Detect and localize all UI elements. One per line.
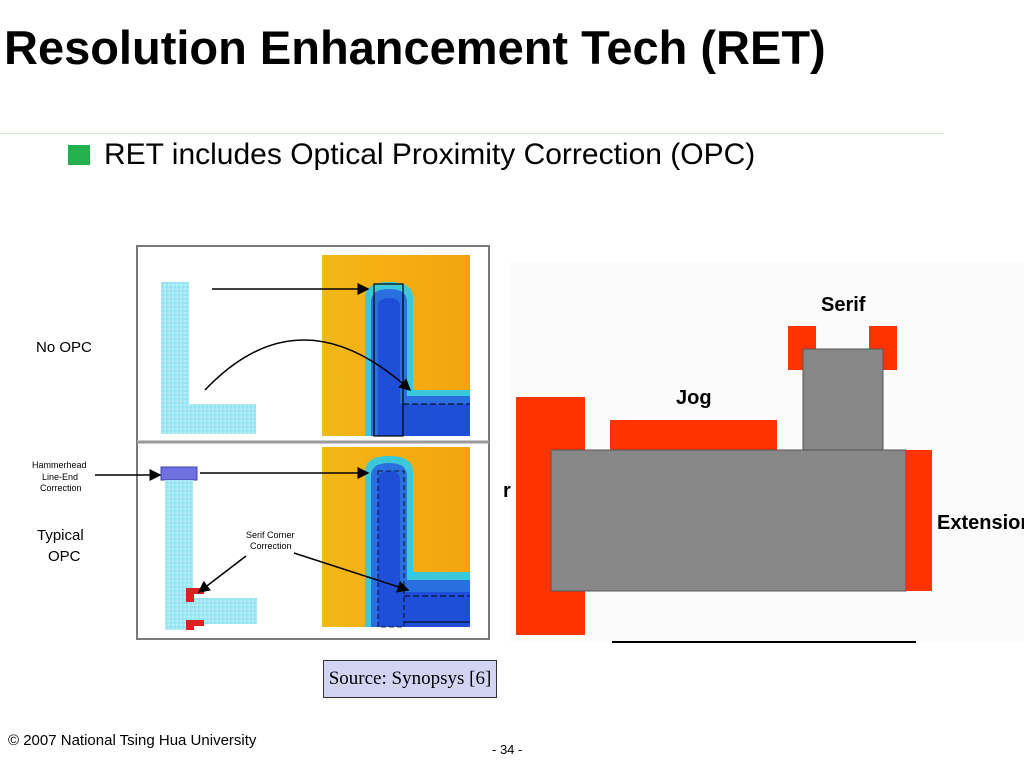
page-number: - 34 - bbox=[492, 742, 523, 757]
no-opc-layout bbox=[161, 282, 256, 434]
typical-opc-layout bbox=[160, 466, 257, 630]
serif-corner-arrow-left bbox=[197, 555, 247, 593]
opc-comparison-panel bbox=[95, 245, 490, 640]
footer-copyright: © 2007 National Tsing Hua University bbox=[8, 732, 257, 749]
source-citation: Source: Synopsys [6] bbox=[323, 660, 497, 698]
opc-shape-diagram bbox=[510, 262, 1024, 643]
no-opc-simulation bbox=[322, 255, 470, 437]
label-jog: Jog bbox=[676, 387, 712, 409]
gray-top-feature bbox=[802, 348, 884, 452]
label-typical-opc: Typical OPC bbox=[37, 527, 88, 565]
typical-opc-simulation bbox=[322, 447, 470, 628]
label-serif: Serif bbox=[821, 294, 866, 316]
label-no-opc: No OPC bbox=[36, 339, 92, 356]
bullet-square-icon bbox=[68, 145, 90, 165]
bullet-item: RET includes Optical Proximity Correctio… bbox=[68, 138, 755, 172]
gray-main-body bbox=[550, 449, 907, 592]
label-extension: Extension bbox=[937, 512, 1024, 534]
bullet-text: RET includes Optical Proximity Correctio… bbox=[104, 138, 756, 171]
slide-title: Resolution Enhancement Tech (RET) bbox=[4, 21, 826, 74]
extension-right-block bbox=[906, 450, 932, 591]
no-opc-arrow-curve bbox=[204, 339, 412, 392]
jog-block bbox=[610, 420, 777, 452]
serif-corner-arrow bbox=[293, 552, 410, 593]
label-serif-corner: Serif Corner Correction bbox=[246, 530, 297, 551]
label-partial-r: r bbox=[503, 480, 511, 502]
title-divider bbox=[0, 133, 944, 134]
label-hammerhead: Hammerhead Line-End Correction bbox=[32, 460, 89, 493]
